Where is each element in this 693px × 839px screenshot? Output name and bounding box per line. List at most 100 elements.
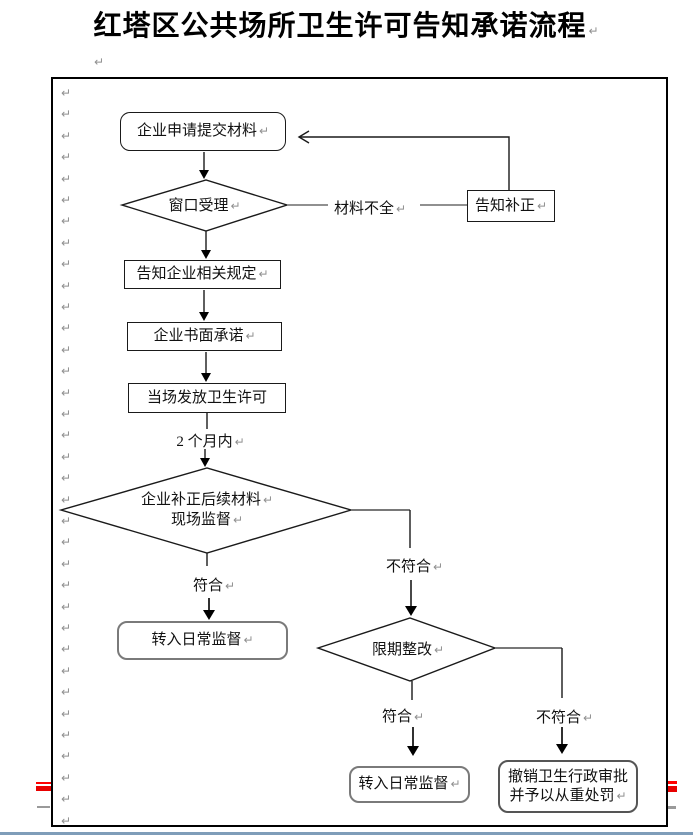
paragraph-mark: ↵ [262, 493, 274, 507]
node-issue-permit: 当场发放卫生许可 [128, 383, 286, 413]
node-revoke-label1: 撤销卫生行政审批 [507, 768, 628, 785]
paragraph-mark: ↵ [61, 685, 72, 700]
paragraph-mark: ↵ [61, 813, 72, 828]
edge-label-text: 2 个月内 [176, 434, 233, 450]
arrowhead [203, 610, 215, 620]
paragraph-mark: ↵ [61, 364, 72, 379]
paragraph-mark: ↵ [61, 749, 72, 764]
page-title-text: 红塔区公共场所卫生许可告知承诺流程 [93, 11, 587, 42]
paragraph-mark: ↵ [94, 55, 105, 69]
paragraph-mark: ↵ [414, 710, 425, 724]
paragraph-mark: ↵ [583, 711, 594, 725]
paragraph-mark: ↵ [61, 235, 72, 250]
right-gray-dash [668, 806, 676, 809]
flowchart-frame [51, 77, 668, 827]
node-notify-rules-label: 告知企业相关规定 [136, 266, 257, 283]
paragraph-mark: ↵ [61, 278, 72, 293]
arrowhead [200, 458, 210, 467]
node-revoke-label2: 并予以从重处罚 [509, 787, 615, 804]
paragraph-mark: ↵ [536, 198, 548, 213]
edge-label-text: 符合 [193, 578, 224, 594]
paragraph-mark: ↵ [243, 633, 254, 648]
edge-label-not-conform-2: 不符合↵ [536, 706, 593, 727]
paragraph-mark: ↵ [61, 471, 72, 486]
arrowhead [407, 746, 419, 756]
node-daily-supervision-2-label: 转入日常监督 [358, 776, 449, 793]
paragraph-mark: ↵ [61, 642, 72, 657]
paragraph-mark: ↵ [61, 385, 72, 400]
node-written-commitment-label: 企业书面承诺 [153, 328, 244, 345]
arrowhead [201, 250, 211, 259]
paragraph-mark: ↵ [61, 128, 72, 143]
node-apply-label: 企业申请提交材料 [136, 123, 257, 140]
paragraph-mark: ↵ [61, 428, 72, 443]
paragraph-mark: ↵ [61, 706, 72, 721]
right-red-mark-thin [668, 781, 677, 784]
edge-label-not-conform-1: 不符合↵ [386, 555, 443, 576]
paragraph-mark: ↵ [232, 513, 244, 528]
paragraph-mark: ↵ [61, 257, 72, 272]
left-red-mark-thin [36, 782, 51, 784]
window-bottom-edge [0, 832, 693, 835]
paragraph-mark: ↵ [61, 663, 72, 678]
left-gray-dash [37, 806, 50, 808]
edge-label-text: 不符合 [536, 710, 582, 726]
paragraph-mark: ↵ [61, 556, 72, 571]
paragraph-mark: ↵ [61, 214, 72, 229]
paragraph-mark: ↵ [230, 199, 241, 213]
page-title: 红塔区公共场所卫生许可告知承诺流程↵ [0, 4, 693, 44]
paragraph-mark: ↵ [61, 728, 72, 742]
paragraph-mark: ↵ [61, 342, 72, 357]
node-revoke: 撤销卫生行政审批 并予以从重处罚↵ [498, 760, 638, 813]
node-deadline-rectification: 限期整改↵ [318, 640, 498, 660]
edge-label-text: 不符合 [386, 559, 432, 575]
arrowhead [405, 606, 417, 616]
paragraph-mark: ↵ [61, 193, 72, 207]
edge-label-text: 材料不全 [334, 201, 395, 217]
right-red-mark-thick [668, 786, 677, 792]
paragraph-mark: ↵ [61, 770, 72, 785]
node-followup-review-label2: 现场监督 [170, 512, 231, 529]
node-deadline-rectification-label: 限期整改 [371, 642, 432, 658]
paragraph-mark: ↵ [61, 300, 72, 314]
edge-label-two-months: 2 个月内↵ [168, 430, 253, 451]
arrowhead [199, 312, 209, 321]
paragraph-mark: ↵ [433, 643, 445, 657]
paragraph-mark: ↵ [61, 171, 72, 186]
node-window-review: 窗口受理↵ [122, 196, 287, 216]
arrowhead [201, 373, 211, 382]
paragraph-mark: ↵ [234, 435, 245, 449]
paragraph-mark: ↵ [61, 321, 72, 336]
paragraph-mark: ↵ [258, 124, 270, 139]
open-arrowhead-left [297, 130, 310, 144]
edge-label-conform-1: 符合↵ [193, 574, 235, 595]
node-daily-supervision-2: 转入日常监督↵ [349, 766, 470, 803]
node-written-commitment: 企业书面承诺↵ [127, 322, 282, 351]
paragraph-mark: ↵ [588, 24, 600, 38]
paragraph-mark: ↵ [61, 535, 72, 550]
paragraph-mark: ↵ [225, 579, 236, 593]
node-window-review-label: 窗口受理 [168, 198, 229, 214]
paragraph-mark: ↵ [258, 267, 269, 282]
paragraph-mark: ↵ [61, 578, 72, 593]
edge-label-text: 符合 [382, 709, 413, 725]
paragraph-mark: ↵ [396, 202, 407, 216]
paragraph-mark: ↵ [61, 792, 72, 807]
paragraph-mark: ↵ [61, 599, 72, 614]
node-followup-review: 企业补正后续材料↵ 现场监督↵ [107, 490, 307, 531]
edge-label-conform-2: 符合↵ [382, 705, 424, 726]
node-notify-supplement: 告知补正↵ [467, 190, 555, 222]
paragraph-mark: ↵ [61, 621, 72, 635]
arrowhead [199, 170, 209, 179]
edge-label-materials-incomplete: 材料不全↵ [334, 197, 406, 218]
paragraph-mark: ↵ [61, 86, 72, 100]
paragraph-mark: ↵ [245, 329, 256, 344]
node-daily-supervision-1-label: 转入日常监督 [151, 632, 242, 649]
node-followup-review-label1: 企业补正后续材料 [140, 492, 261, 508]
node-notify-supplement-label: 告知补正 [474, 197, 535, 214]
paragraph-mark: ↵ [616, 788, 627, 803]
arrowhead [556, 744, 568, 754]
paragraph-mark: ↵ [61, 514, 72, 528]
